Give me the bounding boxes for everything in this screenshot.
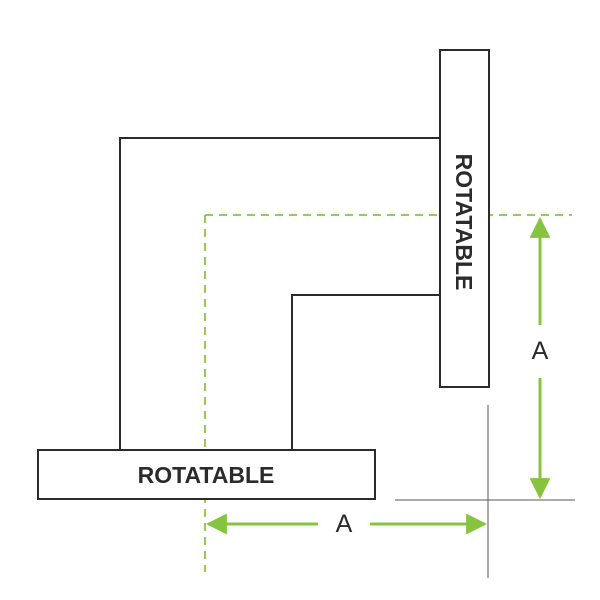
vertical-rotatable-block: [439, 49, 490, 388]
horizontal-rotatable-label: ROTATABLE: [138, 462, 275, 488]
vertical-dimension-label: A: [532, 337, 549, 365]
horizontal-rotatable-block: [37, 449, 376, 500]
inner-l-outline: [291, 294, 440, 450]
horizontal-dimension-label: A: [336, 510, 353, 538]
outer-l-outline: [119, 137, 440, 450]
vertical-rotatable-label: ROTATABLE: [451, 154, 477, 291]
